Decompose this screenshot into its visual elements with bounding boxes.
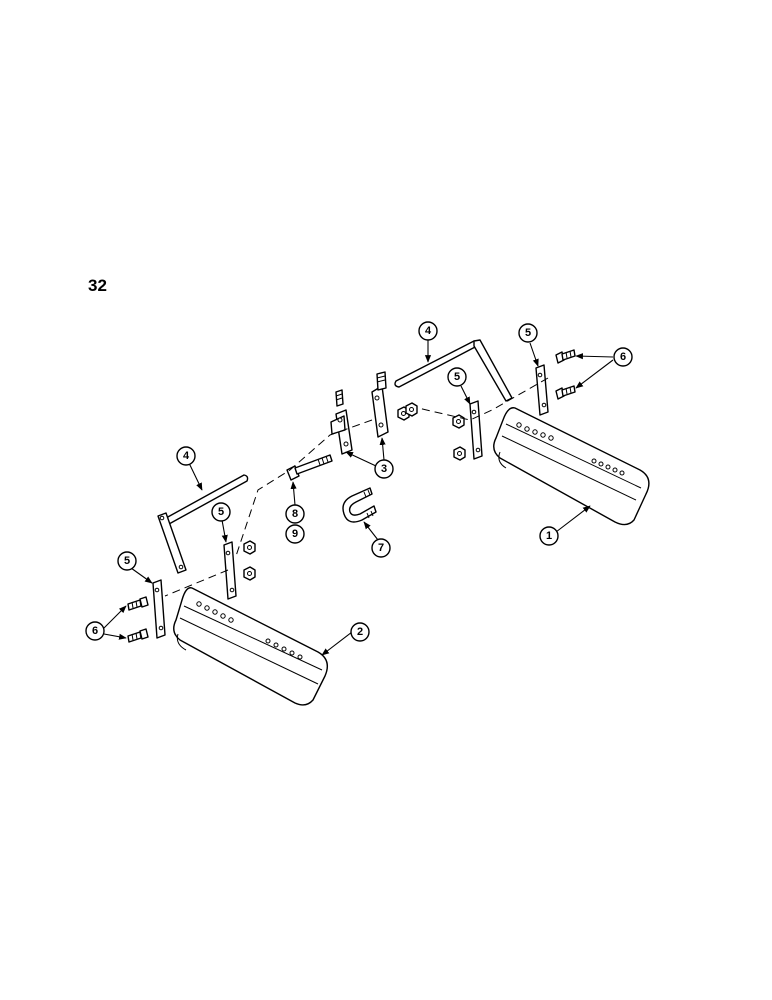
shield-right (493, 407, 650, 526)
callout-5-left-outer: 5 (117, 551, 137, 571)
callout-7: 7 (371, 538, 391, 558)
callout-5-left-inner: 5 (211, 502, 231, 522)
alignment-line-left (164, 569, 229, 597)
callout-9: 9 (285, 524, 305, 544)
bracket-front (330, 389, 353, 455)
svg-text:1: 1 (546, 530, 552, 542)
callout-6-left: 6 (85, 621, 105, 641)
callout-4-right: 4 (418, 321, 438, 341)
svg-text:4: 4 (425, 325, 432, 337)
bolt-left-lower (127, 628, 149, 643)
callout-1: 1 (539, 526, 559, 546)
svg-text:8: 8 (292, 508, 298, 520)
callout-5-right-outer: 5 (518, 323, 538, 343)
bolt-left-upper (127, 596, 149, 611)
svg-text:5: 5 (218, 506, 224, 518)
rod-right (394, 339, 513, 402)
callout-6-right: 6 (613, 347, 633, 367)
nut-d (453, 446, 466, 461)
svg-text:5: 5 (525, 327, 531, 339)
bolt-right-lower (555, 385, 576, 400)
svg-text:9: 9 (292, 528, 298, 540)
svg-text:3: 3 (381, 463, 387, 475)
svg-text:6: 6 (92, 625, 98, 637)
page-number: 32 (88, 276, 107, 295)
svg-text:5: 5 (124, 555, 130, 567)
svg-text:7: 7 (378, 542, 384, 554)
callout-4-left: 4 (176, 446, 196, 466)
callout-2: 2 (350, 622, 370, 642)
long-bolt (286, 454, 333, 481)
svg-text:5: 5 (454, 371, 460, 383)
svg-text:4: 4 (183, 450, 190, 462)
nut-f (243, 566, 256, 581)
strap-left-outer (152, 579, 166, 639)
bolt-right-upper (555, 349, 576, 364)
svg-text:2: 2 (357, 626, 363, 638)
nut-b (405, 402, 418, 417)
bracket-rear (371, 371, 389, 438)
callout-5-right-inner: 5 (447, 367, 467, 387)
u-bolt (342, 487, 377, 523)
alignment-line-right (417, 377, 549, 421)
strap-right-outer (535, 364, 549, 416)
rod-left (157, 474, 249, 574)
callout-8: 8 (285, 504, 305, 524)
shield-left (173, 587, 328, 706)
strap-left-inner (223, 541, 237, 600)
nut-e (243, 540, 256, 555)
alignment-line-center (235, 419, 373, 557)
strap-right-inner (469, 400, 483, 460)
svg-text:6: 6 (620, 351, 626, 363)
callout-3: 3 (374, 459, 394, 479)
